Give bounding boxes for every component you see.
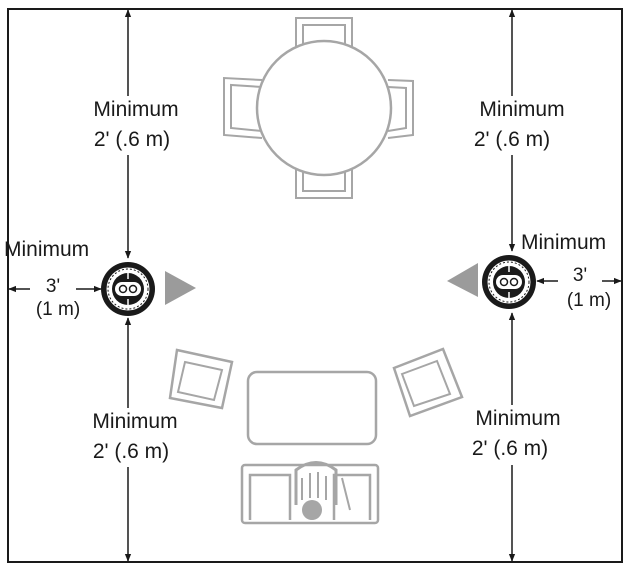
bottom-left-distance-label: 2' (.6 m) — [92, 440, 170, 463]
sofa-icon — [240, 461, 380, 525]
right-wall-feet-label: 3' — [572, 265, 588, 286]
round-table-icon — [223, 17, 414, 199]
left-wall-meters-label: (1 m) — [35, 299, 81, 320]
chair-icon — [295, 160, 353, 199]
bottom-left-minimum-label: Minimum — [92, 410, 178, 433]
chair-icon — [392, 347, 464, 418]
speaker-icon — [482, 255, 536, 309]
top-right-minimum-label: Minimum — [479, 98, 565, 121]
chair-icon — [223, 76, 263, 139]
bottom-right-distance-label: 2' (.6 m) — [471, 437, 549, 460]
top-left-distance-label: 2' (.6 m) — [93, 128, 171, 151]
direction-arrow-icon — [165, 271, 196, 305]
bottom-right-minimum-label: Minimum — [475, 407, 561, 430]
direction-arrow-icon — [447, 263, 478, 297]
right-speaker-minimum-label: Minimum — [521, 231, 607, 254]
chair-icon — [295, 17, 353, 55]
rectangular-table-icon — [246, 370, 378, 446]
left-speaker-minimum-label: Minimum — [4, 238, 90, 261]
room-outline — [7, 8, 623, 563]
right-wall-meters-label: (1 m) — [566, 290, 612, 311]
left-wall-feet-label: 3' — [45, 276, 61, 297]
top-left-minimum-label: Minimum — [93, 98, 179, 121]
chair-icon — [168, 348, 234, 410]
chair-icon — [387, 79, 414, 139]
top-right-distance-label: 2' (.6 m) — [473, 128, 551, 151]
speaker-icon — [101, 262, 155, 316]
